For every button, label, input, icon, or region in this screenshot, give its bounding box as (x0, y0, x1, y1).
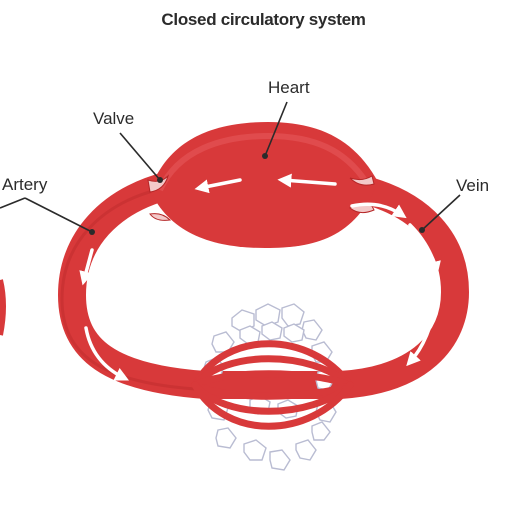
heart-shape (150, 122, 378, 248)
artery-pointer-dot (89, 229, 95, 235)
flow-arrows (79, 173, 441, 381)
capillary-bed (191, 340, 354, 430)
valve-right-shape (349, 175, 375, 186)
valve-label: Valve (93, 109, 135, 128)
diagram-title: Closed circulatory system (161, 10, 366, 29)
cropped-edge-shape (0, 279, 6, 336)
vein-label: Vein (456, 176, 490, 195)
heart-highlight (157, 132, 369, 192)
artery-label: Artery (2, 175, 48, 194)
vein-pointer-dot (419, 227, 425, 233)
heart-label: Heart (268, 78, 310, 97)
label-pointers (0, 101, 461, 233)
vessel-loop (57, 171, 470, 399)
valve-left-lower-shape (149, 213, 172, 221)
